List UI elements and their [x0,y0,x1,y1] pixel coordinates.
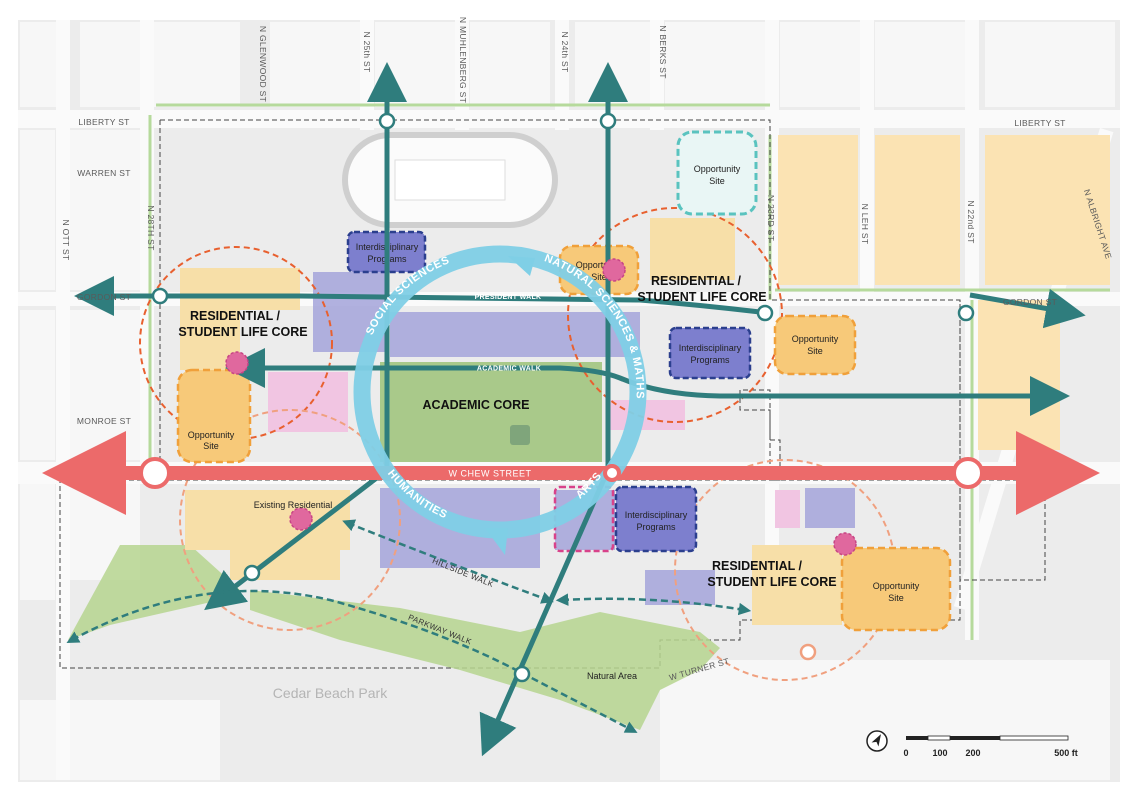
liberty-st-west-label: LIBERTY ST [78,117,129,127]
hillside-walk-path [342,519,554,604]
scale-bar: 0 100 200 500 ft [903,735,1078,758]
res-se-label-2: STUDENT LIFE CORE [707,575,836,589]
opportunity-label: Site [807,346,823,356]
pink-nodes [225,258,857,556]
n-leh-st-label: N LEH ST [860,204,870,245]
natural-area-label: Natural Area [587,671,637,681]
gordon-corridor-east [969,288,1086,329]
n-23rd-st-label: N 23RD ST [766,195,776,241]
opportunity-label: Site [591,272,607,282]
interdisciplinary-label: Interdisciplinary [679,343,742,353]
opportunity-label: Site [888,593,904,603]
existing-residential-label: Existing Residential [254,500,333,510]
academic-walk-corridor [225,348,1070,416]
warren-st-label: WARREN ST [77,168,130,178]
opportunity-label: Opportunity [576,260,623,270]
res-se-label-1: RESIDENTIAL / [712,559,803,573]
n-berks-st-label: N BERKS ST [658,25,668,79]
n-glenwood-st-label: N GLENWOOD ST [258,26,268,102]
w-chew-street-label: W CHEW STREET [449,469,532,479]
dashed-walks [66,519,752,733]
academic-core-label: ACADEMIC CORE [423,398,530,412]
gordon-st-west-label: GORDON ST [77,292,131,302]
stadium [342,132,558,228]
academic-walk-label: ACADEMIC WALK [477,366,541,373]
orange-nodes [799,643,817,661]
n-muhlenberg-st-label: N MUHLENBERG ST [458,17,468,103]
n-28th-st-label: N 28TH ST [146,205,156,250]
scale-100: 100 [932,748,947,758]
liberty-st-east-label: LIBERTY ST [1014,118,1065,128]
n-ott-st-label: N OTT ST [61,220,71,261]
opportunity-site-west: Opportunity Site [176,368,252,464]
president-walk-corridor [74,276,761,316]
res-west-label-2: STUDENT LIFE CORE [178,325,307,339]
connector-walk-path [555,593,752,616]
opportunity-site-east: Opportunity Site [773,314,857,376]
opportunity-label: Opportunity [188,430,235,440]
scale-200: 200 [965,748,980,758]
academic-core-monument [510,425,530,445]
opportunity-label: Opportunity [694,164,741,174]
res-ne-label-2: STUDENT LIFE CORE [637,290,766,304]
interdisciplinary-label: Interdisciplinary [625,510,688,520]
res-ne-label-1: RESIDENTIAL / [651,274,742,288]
monroe-st-label: MONROE ST [77,416,131,426]
opportunity-site-teal: Opportunity Site [676,130,758,216]
scale-500: 500 ft [1054,748,1078,758]
res-west-label-1: RESIDENTIAL / [190,309,281,323]
opportunity-label: Site [709,176,725,186]
interdisciplinary-label: Programs [636,522,676,532]
academic-core-green [380,362,602,462]
cedar-beach-park-label: Cedar Beach Park [273,685,388,701]
n-25th-st-label: N 25th ST [362,32,372,73]
president-walk-label: PRESIDENT WALK [475,294,542,301]
interdisciplinary-label: Programs [690,355,730,365]
opportunity-label: Opportunity [792,334,839,344]
scale-0: 0 [903,748,908,758]
opportunity-blocks-east [778,135,1110,450]
n-22nd-st-label: N 22nd ST [966,200,976,243]
interdisciplinary-east: Interdisciplinary Programs [668,326,752,380]
path-nodes [151,112,975,683]
natural-area-west [68,545,240,640]
chew-nodes [139,457,984,489]
opportunity-label: Site [203,441,219,451]
parkway-walk-path [66,589,638,733]
opportunity-site-southeast: Opportunity Site [840,546,952,632]
north-arrow-icon [866,730,888,752]
gordon-st-east-label: GORDON ST [1003,297,1057,307]
n-24th-st-label: N 24th ST [560,32,570,73]
opportunity-label: Opportunity [873,581,920,591]
